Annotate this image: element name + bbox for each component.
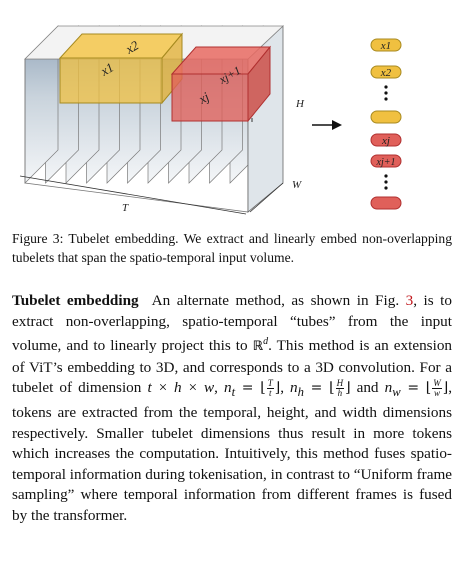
axis-label-t: T: [122, 202, 129, 214]
paragraph-text-5: , tokens are extracted from the temporal…: [12, 379, 453, 525]
tubelet-dims-math: t × h × w: [147, 379, 215, 397]
figure-caption: Figure 3: Tubelet embedding. We extract …: [12, 231, 452, 265]
token-box: [370, 154, 402, 168]
axis-label-w: W: [292, 179, 302, 191]
vertical-ellipsis-icon: [384, 85, 388, 101]
eq-floor-open-3: = ⌊: [400, 380, 432, 397]
tubelet-first: [58, 32, 184, 105]
tubelet-label-x1: x1: [97, 59, 116, 79]
token-label: xj+1: [376, 157, 396, 168]
nt-symbol: n: [223, 379, 232, 397]
token-box: [370, 133, 402, 147]
paragraph-text-3: . This method is an extension of ViT’s e…: [12, 337, 453, 397]
axis-w-line: [249, 182, 284, 213]
floor-close: ⌋: [274, 380, 281, 397]
floor-close-3: ⌋: [442, 380, 449, 397]
token-label: x1: [380, 40, 391, 52]
token-sequence: x1 x2 xj xj+1: [370, 38, 402, 210]
nh-symbol: n: [290, 379, 298, 397]
dimension-exponent: d: [263, 336, 269, 348]
right-arrow-icon: [312, 120, 342, 130]
body-paragraph: Tubelet embedding An alternate method, a…: [12, 292, 453, 525]
token-label: xj: [381, 135, 390, 147]
floor-close-2: ⌋: [345, 380, 351, 397]
nh-subscript: h: [297, 385, 304, 400]
axis-t-line: [19, 175, 247, 215]
nt-subscript: t: [231, 385, 236, 400]
figure-reference-link[interactable]: 3: [405, 292, 414, 309]
eq-floor-open: = ⌊: [235, 380, 266, 397]
paragraph-text-2: , is to extract non-overlapping, spatio-…: [12, 292, 453, 355]
reals-symbol: ℝ: [252, 339, 264, 355]
paragraph-heading: Tubelet embedding: [12, 292, 139, 309]
token-box: [370, 110, 402, 124]
vertical-ellipsis-icon: [384, 174, 388, 190]
token-label: x2: [380, 67, 392, 79]
nw-symbol: n: [384, 379, 393, 397]
tubelet-embedding-figure: x1 x2 xj xj+1 H W T x1 x2 xj xj+1: [19, 25, 402, 215]
tubelet-second: [170, 45, 272, 123]
paragraph-text-4: ,: [214, 379, 224, 397]
nw-subscript: w: [392, 385, 401, 400]
axis-label-h: H: [295, 98, 305, 110]
paragraph-text-1: An alternate method, as shown in Fig.: [151, 292, 406, 309]
token-box: [370, 65, 402, 79]
token-box: [370, 38, 402, 52]
and-text: and: [350, 379, 385, 397]
eq-floor-open-2: = ⌊: [303, 380, 335, 397]
token-box: [370, 196, 402, 210]
